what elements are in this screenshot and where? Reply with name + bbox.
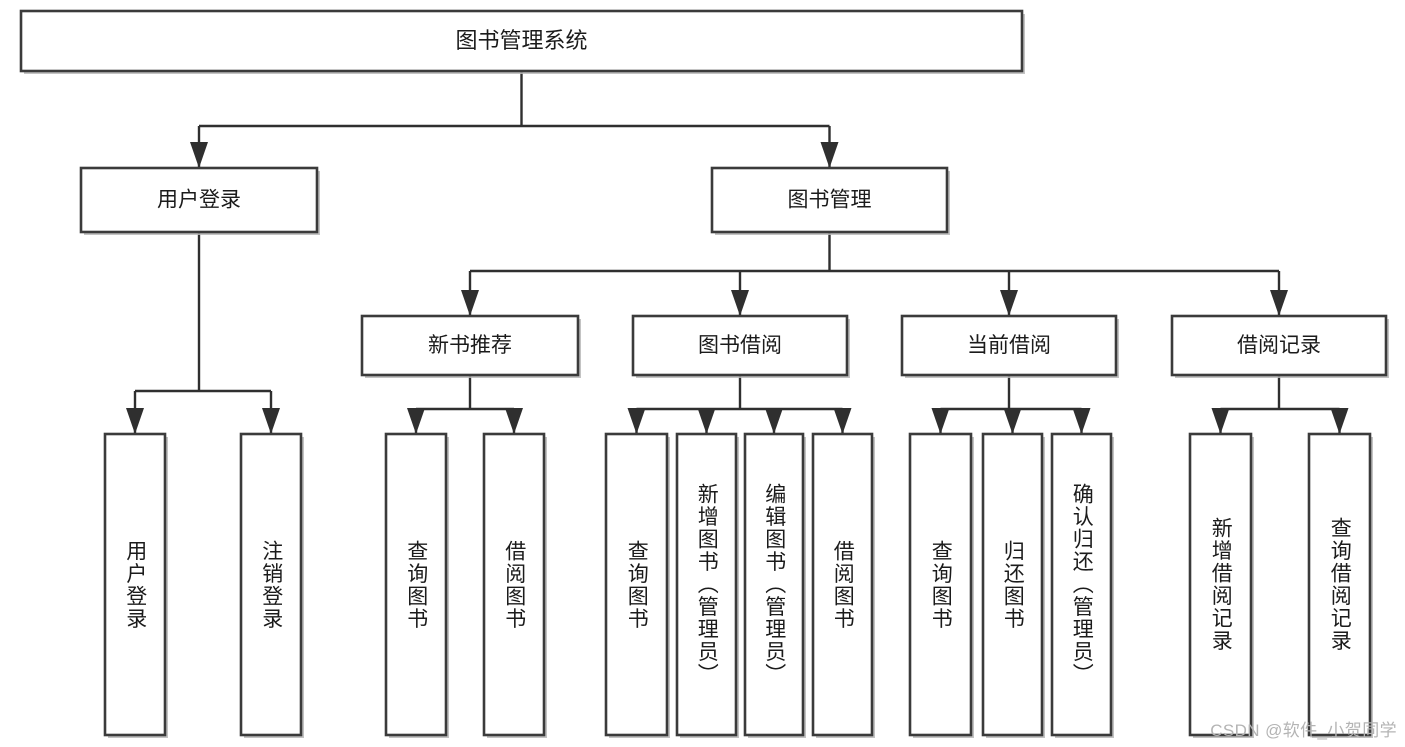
connector-user-login-arrow-0 (126, 408, 144, 434)
node-box-level2-0[interactable] (79, 166, 319, 234)
node-label-level3-2: 当前借阅 (967, 334, 1051, 357)
connector-book-borrow-arrow-3 (833, 408, 852, 434)
connector-book-borrow-arrow-1 (697, 408, 716, 434)
connector-user-login-arrow-1 (262, 408, 280, 434)
node-label-level2-0: 用户登录 (157, 189, 241, 212)
leaf-box-borrow_record-1[interactable] (1307, 432, 1372, 737)
node-box-root[interactable] (19, 9, 1024, 73)
leaf-box-user_login-0[interactable] (103, 432, 167, 737)
connector-borrow-record-arrow-0 (1211, 408, 1230, 434)
node-label-root: 图书管理系统 (455, 28, 587, 53)
node-label-level3-3: 借阅记录 (1237, 334, 1321, 357)
leaf-box-book_borrow-3[interactable] (811, 432, 874, 737)
arrow-level3-0 (461, 290, 479, 316)
arrow-root-to-level2-0 (190, 142, 208, 168)
connector-new-book-arrow-0 (407, 408, 425, 434)
arrow-level3-2 (1000, 290, 1018, 316)
node-label-level2-1: 图书管理 (788, 189, 872, 212)
box-layer (19, 9, 1389, 738)
node-box-level3-2[interactable] (900, 314, 1118, 377)
arrow-level3-1 (731, 290, 749, 316)
leaf-box-current_borrow-1[interactable] (981, 432, 1044, 737)
node-box-level2-1[interactable] (710, 166, 949, 234)
connector-layer (126, 71, 1349, 434)
connector-book-borrow-arrow-2 (765, 408, 783, 434)
node-box-level3-3[interactable] (1170, 314, 1388, 377)
leaf-box-new_book_recommend-1[interactable] (482, 432, 546, 737)
connector-current-borrow-arrow-2 (1072, 408, 1091, 434)
leaf-box-current_borrow-2[interactable] (1050, 432, 1113, 737)
connector-current-borrow-arrow-1 (1003, 408, 1022, 434)
connector-borrow-record-arrow-1 (1330, 408, 1349, 434)
leaf-box-book_borrow-0[interactable] (604, 432, 669, 737)
connector-new-book-arrow-1 (505, 408, 523, 434)
csdn-watermark: CSDN @软件_小贺同学 (1210, 721, 1397, 740)
connector-book-borrow-arrow-0 (627, 408, 646, 434)
leaf-box-book_borrow-1[interactable] (675, 432, 738, 737)
node-box-level3-0[interactable] (360, 314, 580, 377)
arrow-root-to-level2-1 (820, 142, 839, 168)
leaf-box-new_book_recommend-0[interactable] (384, 432, 448, 737)
leaf-box-borrow_record-0[interactable] (1188, 432, 1253, 737)
node-box-level3-1[interactable] (631, 314, 849, 377)
leaf-box-current_borrow-0[interactable] (908, 432, 973, 737)
leaf-box-book_borrow-2[interactable] (743, 432, 805, 737)
leaf-box-user_login-1[interactable] (239, 432, 303, 737)
arrow-level3-3 (1270, 290, 1288, 316)
node-label-level3-1: 图书借阅 (698, 334, 782, 357)
node-label-level3-0: 新书推荐 (428, 334, 512, 357)
connector-current-borrow-arrow-0 (931, 408, 950, 434)
